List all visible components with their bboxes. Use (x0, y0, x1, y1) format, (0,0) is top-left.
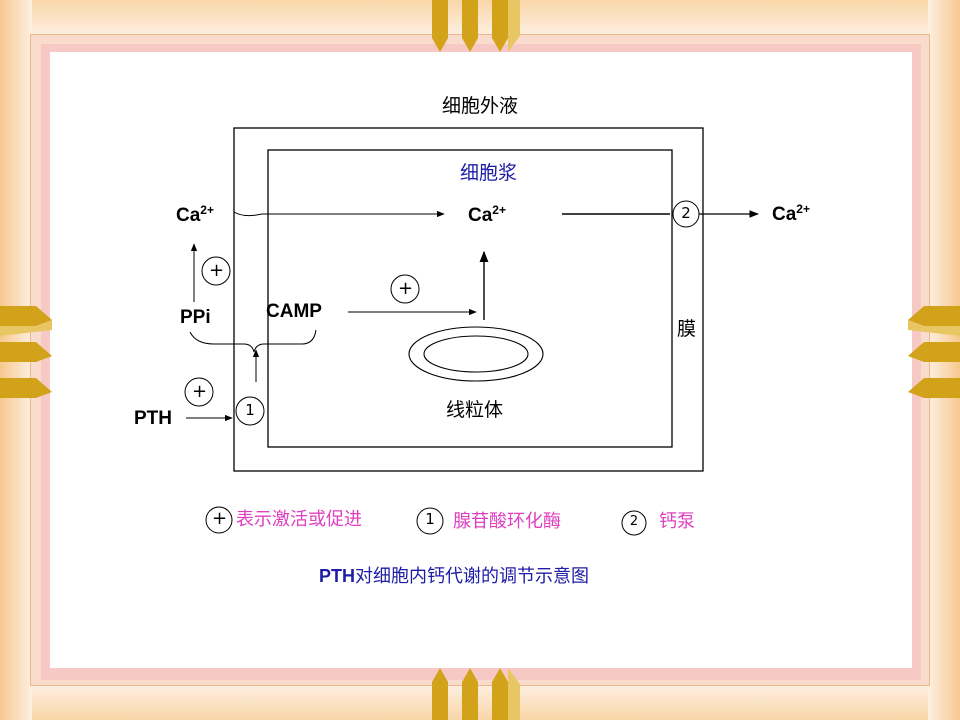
mitochondria-outer (408, 326, 544, 382)
legend-plus-text: 表示激活或促进 (236, 509, 362, 530)
plus-camp-symbol: + (398, 278, 414, 299)
enzyme-number: 1 (245, 401, 255, 419)
legend-enzyme-number: 1 (425, 510, 435, 528)
legend-plus-symbol: + (212, 508, 228, 529)
ca-right-label: Ca2+ (772, 202, 810, 225)
legend-pump-circle (621, 510, 647, 536)
legend-enzyme-text: 腺苷酸环化酶 (453, 511, 561, 532)
right-chevrons (908, 306, 960, 398)
curly-brace (189, 329, 317, 353)
extracellular-label: 细胞外液 (442, 95, 519, 117)
pump-number: 2 (681, 204, 691, 222)
legend-pump-number: 2 (629, 514, 639, 529)
plus-circle-pth (184, 377, 214, 407)
left-chevrons (0, 306, 52, 398)
plus-circle-camp (390, 274, 420, 304)
enzyme-circle (235, 396, 265, 426)
bottom-chevrons (432, 668, 520, 720)
diagram-caption: PTH对细胞内钙代谢的调节示意图 (319, 566, 589, 587)
camp-label: CAMP (266, 301, 322, 322)
membrane-label: 膜 (677, 318, 697, 340)
plus-circle-ppi (201, 256, 231, 286)
ca-influx-arrow (233, 210, 445, 218)
ca-left-label: Ca2+ (176, 203, 214, 226)
cytoplasm-box (267, 149, 673, 448)
slide-content-panel (50, 52, 912, 668)
top-chevrons (432, 0, 520, 52)
ca-center-label: Ca2+ (468, 203, 506, 226)
mitochondria-inner (423, 335, 529, 373)
legend-plus-circle (205, 506, 233, 534)
cell-membrane-box (233, 127, 704, 472)
legend-pump-text: 钙泵 (659, 511, 695, 532)
pth-label: PTH (134, 408, 172, 429)
plus-ppi-symbol: + (209, 260, 225, 281)
plus-pth-symbol: + (192, 381, 208, 402)
cytoplasm-label: 细胞浆 (460, 162, 518, 184)
mitochondria-label: 线粒体 (446, 399, 504, 421)
legend-enzyme-circle (416, 507, 444, 535)
ppi-label: PPi (180, 307, 211, 328)
pump-circle (672, 200, 700, 228)
